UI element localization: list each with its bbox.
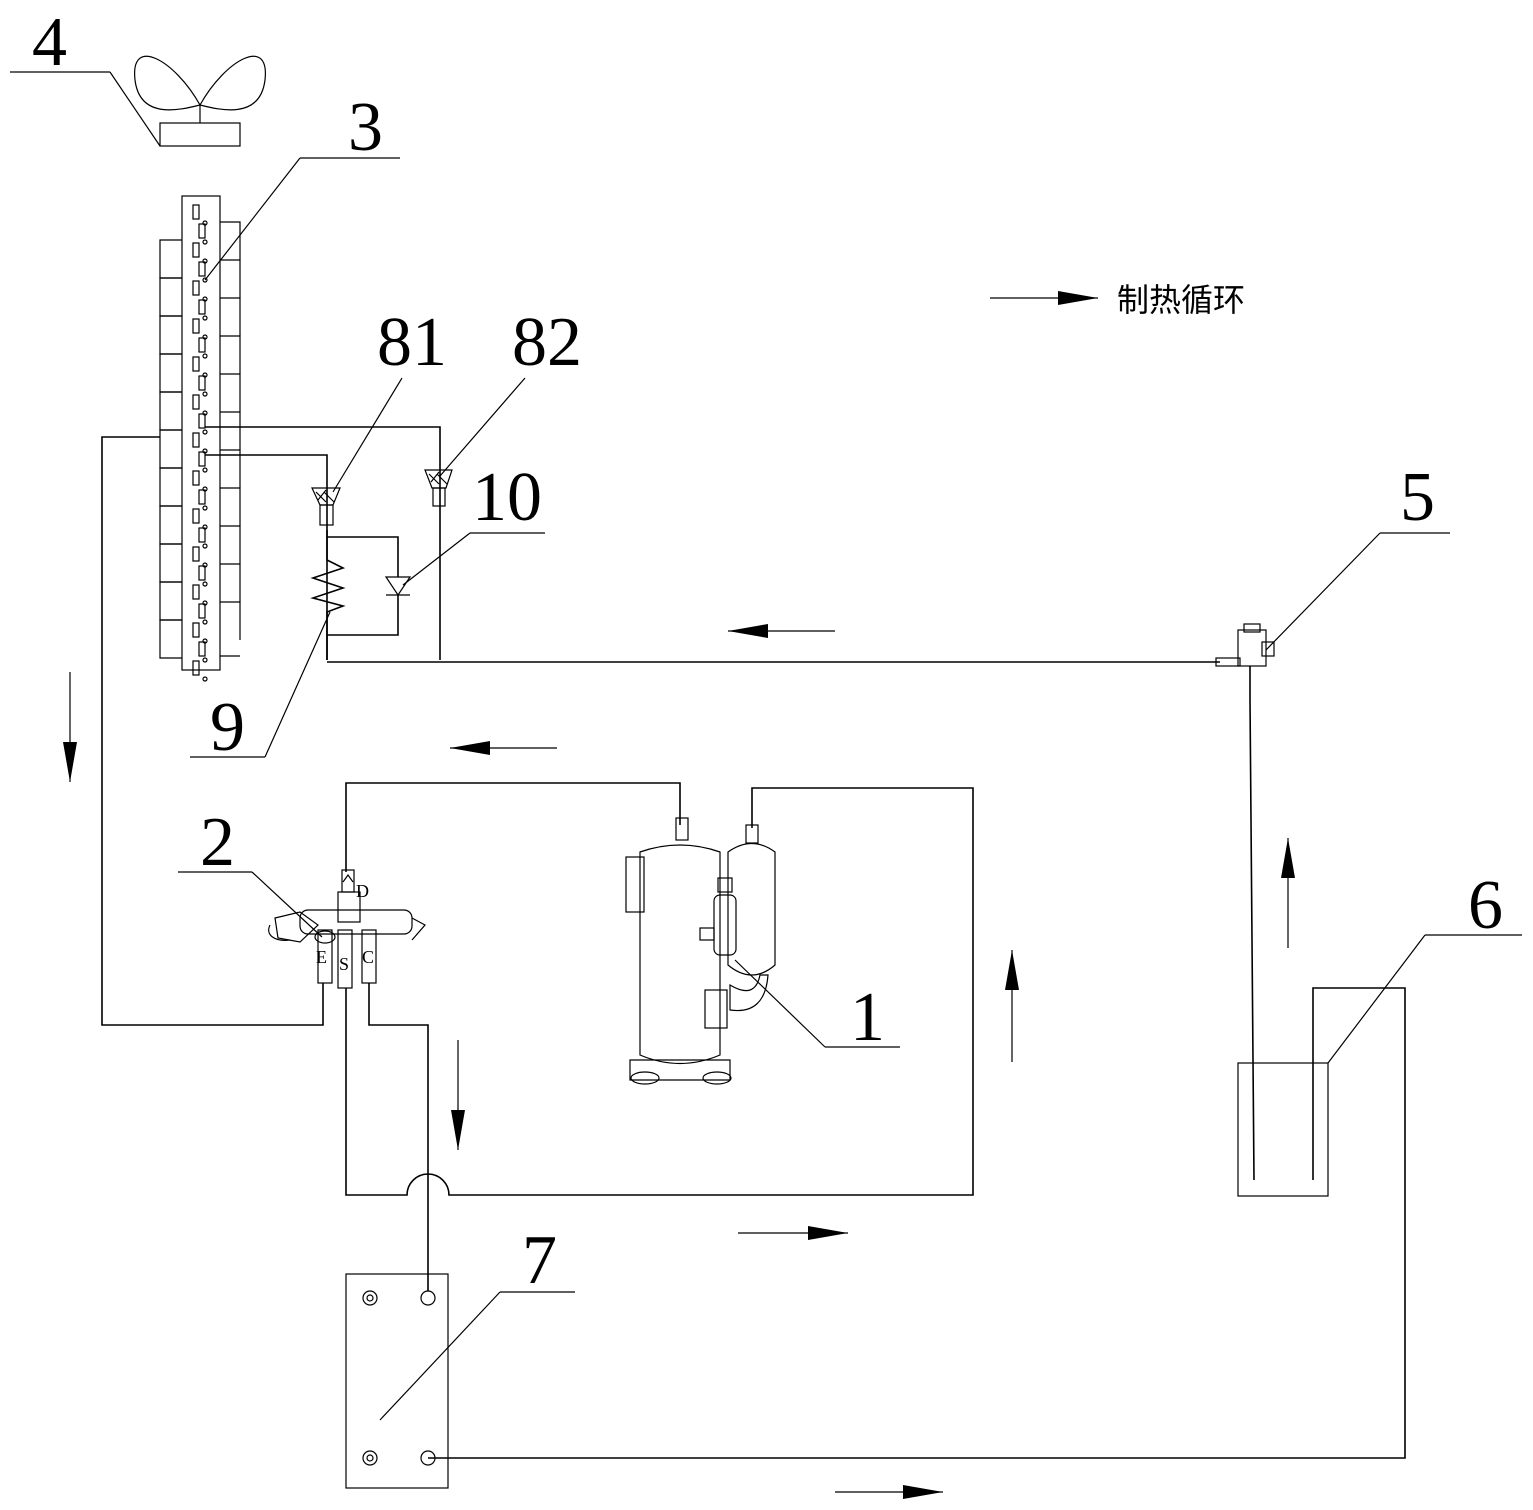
hx-bend-left xyxy=(159,391,182,431)
leader-filter-81 xyxy=(332,377,403,493)
hx-bend-right xyxy=(220,449,241,488)
hx-tube xyxy=(192,242,200,258)
label-fan: 4 xyxy=(32,4,67,81)
check-valve xyxy=(327,536,412,636)
label-check-valve: 10 xyxy=(472,459,542,536)
hx-tube xyxy=(192,584,200,600)
label-capillary: 9 xyxy=(210,689,245,766)
four-way-valve: D E S C xyxy=(268,869,426,989)
legend: 制热循环 xyxy=(990,281,1245,319)
pipe-valve-to-tank xyxy=(1249,699,1255,1181)
flow-arrows xyxy=(63,624,1295,1499)
hx-bend-left xyxy=(159,315,182,355)
hx-tube xyxy=(198,565,206,581)
hx-tube-end xyxy=(202,429,208,435)
hx-tube-end xyxy=(202,353,208,359)
hx-tube xyxy=(192,508,200,524)
label-heat-exchanger: 3 xyxy=(348,89,383,166)
label-four-way-valve: 2 xyxy=(200,804,235,881)
valve-port-d: D xyxy=(356,881,369,901)
hx-bend-left xyxy=(159,429,182,469)
hx-bend-left xyxy=(159,467,182,507)
pipe-discharge xyxy=(345,782,681,872)
hx-tube xyxy=(198,261,206,277)
pipe-hx-to-82 xyxy=(205,426,441,660)
hx-tube xyxy=(198,413,206,429)
hx-bend-right xyxy=(220,221,241,260)
hx-bend-right xyxy=(220,259,241,298)
hx-tube xyxy=(192,280,200,296)
fan xyxy=(134,55,266,147)
hx-tube xyxy=(192,660,200,676)
hx-tube-end xyxy=(202,467,208,473)
label-compressor: 1 xyxy=(850,979,885,1056)
compressor xyxy=(625,817,776,1085)
expansion-valve xyxy=(1215,623,1275,700)
hx-bend-right xyxy=(220,525,241,564)
hx-tube-end xyxy=(202,505,208,511)
hx-tube xyxy=(198,337,206,353)
hx-tube-end xyxy=(202,581,208,587)
label-expansion-valve: 5 xyxy=(1400,459,1435,536)
hx-tube xyxy=(192,546,200,562)
label-filter-82: 82 xyxy=(512,304,582,381)
valve-port-s: S xyxy=(339,954,349,974)
hx-tube-end xyxy=(202,315,208,321)
valve-port-e: E xyxy=(316,947,327,967)
hx-tube xyxy=(192,394,200,410)
filter-82 xyxy=(424,469,453,507)
hx-tube xyxy=(192,356,200,372)
hx-bend-right xyxy=(220,297,241,336)
hx-bend-left xyxy=(159,505,182,545)
hx-tube-end xyxy=(202,391,208,397)
label-plate-exchanger: 7 xyxy=(522,1222,557,1299)
hx-tube xyxy=(192,318,200,334)
legend-text: 制热循环 xyxy=(1117,281,1245,319)
capillary-tube xyxy=(310,530,346,660)
hx-bend-left xyxy=(159,239,182,279)
hx-tube xyxy=(198,489,206,505)
hx-tube xyxy=(192,204,200,220)
hx-bend-left xyxy=(159,619,182,659)
hx-tube xyxy=(198,641,206,657)
hx-bend-left xyxy=(159,277,182,317)
hx-tube-end xyxy=(202,543,208,549)
hx-tube xyxy=(198,527,206,543)
hx-tube-end xyxy=(202,657,208,663)
heat-exchanger xyxy=(159,195,241,682)
hx-bend-right xyxy=(220,373,241,412)
hx-tube xyxy=(198,375,206,391)
hx-tube xyxy=(198,451,206,467)
plate-heat-exchanger xyxy=(345,1273,449,1489)
hx-bend-right xyxy=(220,487,241,526)
hx-tube xyxy=(192,622,200,638)
hx-tube xyxy=(198,603,206,619)
pipe-hx-to-81 xyxy=(205,454,328,660)
leader-filter-82 xyxy=(439,377,526,477)
hx-tube xyxy=(192,470,200,486)
hx-tube xyxy=(198,223,206,239)
hx-tube xyxy=(198,299,206,315)
hx-tube xyxy=(192,432,200,448)
hx-bend-right xyxy=(220,563,241,602)
hx-bend-right xyxy=(220,411,241,450)
pipe-to-plate-exchanger xyxy=(368,983,429,1291)
hx-tube-end xyxy=(202,277,208,283)
pipe-hx-to-valve xyxy=(101,436,324,1026)
tank xyxy=(428,987,1406,1459)
hx-tube-end xyxy=(202,619,208,625)
valve-port-c: C xyxy=(362,947,374,967)
hx-tube-end xyxy=(202,676,208,682)
hx-bend-left xyxy=(159,353,182,393)
hx-bend-left xyxy=(159,581,182,621)
pipe-suction-loop xyxy=(345,787,974,1196)
filter-81 xyxy=(311,487,341,526)
label-filter-81: 81 xyxy=(377,304,447,381)
hx-bend-right xyxy=(220,601,241,640)
label-tank: 6 xyxy=(1468,867,1503,944)
hx-bend-right xyxy=(220,335,241,374)
hx-tube-end xyxy=(202,239,208,245)
hx-bend-left xyxy=(159,543,182,583)
